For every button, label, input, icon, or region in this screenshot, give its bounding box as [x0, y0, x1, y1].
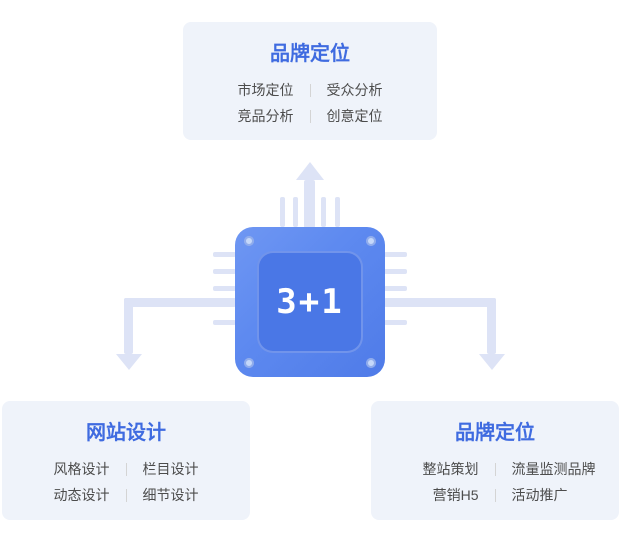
item-label: 栏目设计 — [142, 461, 199, 477]
item-label: 动态设计 — [53, 487, 110, 503]
item-label: 风格设计 — [53, 461, 110, 477]
card-title: 品牌定位 — [455, 422, 535, 444]
item-divider — [309, 83, 311, 97]
card-website-design: 网站设计 风格设计 栏目设计 动态设计 细节设计 — [2, 401, 250, 520]
item-divider — [494, 488, 496, 502]
chip-pin — [384, 320, 407, 325]
chip-pin — [213, 252, 236, 257]
cpu-chip-icon: 3+1 — [235, 227, 385, 377]
chip-pin — [384, 286, 407, 291]
card-title: 网站设计 — [86, 422, 166, 444]
item-label: 细节设计 — [142, 487, 199, 503]
screw-icon — [366, 358, 376, 368]
card-title: 品牌定位 — [270, 43, 350, 65]
item-row: 市场定位 受众分析 — [183, 77, 437, 103]
item-label: 市场定位 — [237, 82, 294, 98]
item-row: 动态设计 细节设计 — [2, 482, 250, 508]
item-row: 整站策划 流量监测品牌 — [371, 456, 619, 482]
item-divider — [494, 462, 496, 476]
item-row: 竞品分析 创意定位 — [183, 103, 437, 129]
chip-pin — [280, 197, 285, 227]
item-row: 营销H5 活动推广 — [371, 482, 619, 508]
item-label: 营销H5 — [432, 487, 479, 503]
arrow-shaft — [124, 298, 133, 354]
item-label: 创意定位 — [326, 108, 383, 124]
arrow-shaft — [487, 298, 496, 354]
arrow-shaft — [124, 298, 236, 307]
item-label: 流量监测品牌 — [511, 461, 596, 477]
arrow-head — [116, 354, 142, 370]
chip-pin — [321, 197, 326, 227]
screw-icon — [244, 358, 254, 368]
item-label: 竞品分析 — [237, 108, 294, 124]
arrow-shaft — [304, 180, 315, 228]
card-item-list: 风格设计 栏目设计 动态设计 细节设计 — [2, 456, 250, 508]
item-label: 整站策划 — [422, 461, 479, 477]
arrow-head — [479, 354, 505, 370]
card-right-brand-positioning: 品牌定位 整站策划 流量监测品牌 营销H5 活动推广 — [371, 401, 619, 520]
arrow-head — [296, 162, 324, 180]
arrow-shaft — [384, 298, 496, 307]
chip-inner-panel: 3+1 — [257, 251, 363, 353]
item-row: 风格设计 栏目设计 — [2, 456, 250, 482]
chip-pin — [213, 320, 236, 325]
chip-pin — [213, 286, 236, 291]
chip-pin — [213, 269, 236, 274]
card-item-list: 整站策划 流量监测品牌 营销H5 活动推广 — [371, 456, 619, 508]
chip-pin — [335, 197, 340, 227]
item-divider — [125, 462, 127, 476]
screw-icon — [244, 236, 254, 246]
card-item-list: 市场定位 受众分析 竞品分析 创意定位 — [183, 77, 437, 129]
item-label: 活动推广 — [511, 487, 568, 503]
chip-label: 3+1 — [276, 282, 344, 322]
chip-pin — [384, 269, 407, 274]
screw-icon — [366, 236, 376, 246]
card-top-brand-positioning: 品牌定位 市场定位 受众分析 竞品分析 创意定位 — [183, 22, 437, 140]
chip-pin — [293, 197, 298, 227]
item-divider — [309, 109, 311, 123]
item-divider — [125, 488, 127, 502]
item-label: 受众分析 — [326, 82, 383, 98]
chip-pin — [384, 252, 407, 257]
